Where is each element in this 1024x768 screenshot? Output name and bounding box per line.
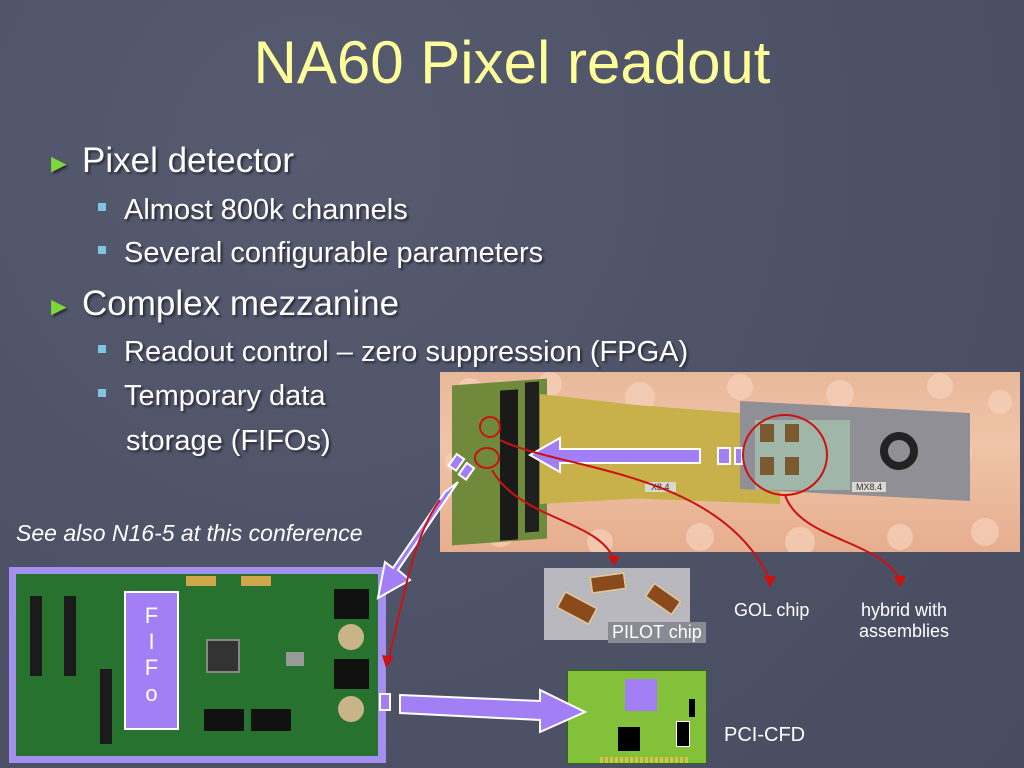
fifo-letter: I [148, 629, 155, 654]
rj-connector [334, 659, 369, 689]
connector [30, 596, 42, 676]
flow-arrow [379, 688, 588, 734]
hybrid-label-line: assemblies [858, 621, 950, 641]
fifo-board-photo [16, 574, 378, 756]
chip [206, 639, 240, 673]
leader-line [387, 499, 441, 661]
pixel-assembly [760, 424, 774, 442]
bullet-arrow-icon: ► [46, 291, 72, 321]
pci-cfd-board [567, 670, 707, 764]
board-mark: MX8.4 [852, 482, 887, 492]
fifo-letter: F [144, 655, 159, 680]
sub-bullet-text: Readout control – zero suppression (FPGA… [124, 336, 689, 368]
square-bullet-icon [98, 246, 106, 255]
arrowhead-icon [764, 576, 776, 588]
sub-bullet: Readout control – zero suppression (FPGA… [98, 334, 688, 370]
bullet-arrow-icon: ► [46, 148, 72, 178]
pci-chip [689, 699, 695, 717]
pci-cfd-label: PCI-CFD [724, 724, 806, 746]
slide-title: NA60 Pixel readout [253, 29, 771, 96]
bullet-complex-mezzanine: ► Complex mezzanine [46, 283, 399, 327]
sub-bullet-text: Several configurable parameters [124, 237, 544, 269]
hybrid-label: hybrid with assemblies [854, 600, 954, 642]
bullet-pixel-detector: ► Pixel detector [46, 140, 294, 184]
highlight-circle [479, 416, 501, 438]
chip [204, 709, 244, 731]
fifo-letter: F [144, 603, 159, 628]
header-pins [186, 576, 216, 586]
pixel-assembly [785, 457, 799, 475]
pci-chip [618, 727, 640, 751]
hybrid-label-line: hybrid with [860, 600, 948, 620]
sub-bullet: Almost 800k channels [98, 192, 408, 228]
component [286, 652, 304, 666]
pixel-assembly [785, 424, 799, 442]
sub-bullet-continuation: storage (FIFOs) [126, 425, 331, 457]
sub-bullet: Several configurable parameters [98, 235, 543, 271]
leader-line [491, 469, 615, 561]
square-bullet-icon [98, 345, 106, 354]
pci-chip [625, 679, 657, 711]
lemo-connector [338, 624, 364, 650]
leader-line [784, 494, 901, 581]
pilot-chip-label: PILOT chip [608, 622, 706, 643]
square-bullet-icon [98, 389, 106, 398]
leader-line [499, 439, 771, 581]
header-pins [241, 576, 271, 586]
rj-connector [334, 589, 369, 619]
gol-chip-label: GOL chip [734, 600, 810, 620]
bullet-text: Complex mezzanine [82, 284, 400, 323]
sub-bullet-text: Temporary data [124, 380, 326, 412]
lemo-connector [338, 696, 364, 722]
pci-chip [676, 721, 690, 747]
square-bullet-icon [98, 203, 106, 212]
fifo-label: F I F o [124, 591, 179, 730]
conference-note: See also N16-5 at this conference [16, 520, 363, 546]
highlight-circle [474, 447, 500, 469]
pixel-assembly [760, 457, 774, 475]
arrowhead-icon [382, 655, 394, 668]
connector [64, 596, 76, 676]
flow-arrow [376, 452, 476, 600]
ring-element [880, 432, 918, 470]
highlight-circle [742, 414, 828, 496]
fifo-letter: o [145, 681, 158, 706]
arrowhead-icon [608, 556, 620, 566]
bullet-text: Pixel detector [82, 141, 295, 180]
connector [100, 669, 112, 744]
chip [251, 709, 291, 731]
arrowhead-icon [894, 576, 906, 588]
sub-bullet-text: Almost 800k channels [124, 194, 408, 226]
pci-edge-connector [600, 757, 690, 763]
sub-bullet: Temporary data [98, 378, 326, 414]
flow-arrow [527, 436, 743, 474]
